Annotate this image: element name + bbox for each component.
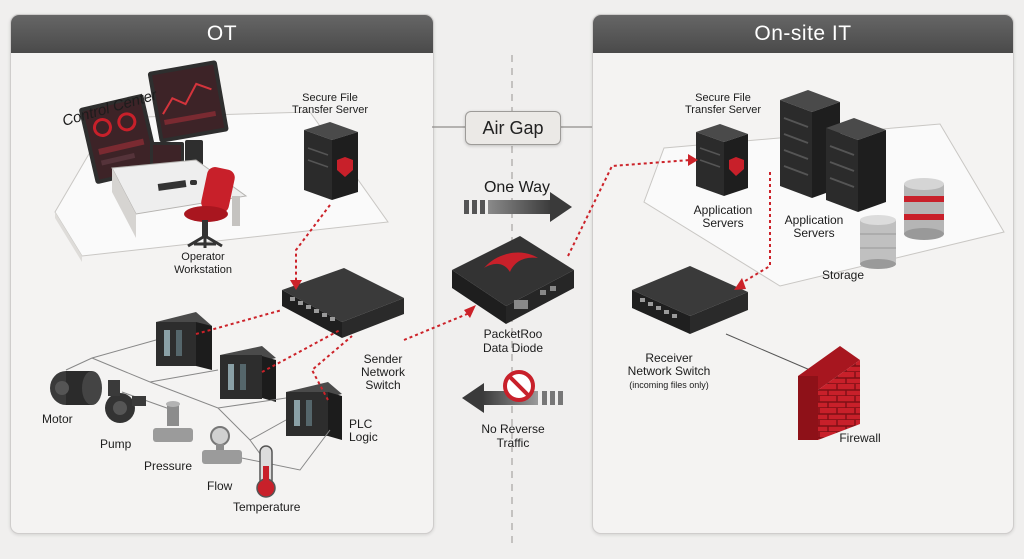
- plc-rack-3: [286, 382, 342, 440]
- sender-switch-label-2: Network: [361, 365, 406, 379]
- flow-meter: [202, 426, 242, 464]
- shield-icon: [337, 157, 353, 177]
- plc-logic-label-2: Logic: [349, 430, 378, 444]
- it-secure-server-label-1: Secure File: [695, 92, 751, 104]
- receiver-switch-label-1: Receiver: [645, 351, 692, 365]
- storage-cylinder-large: [904, 178, 944, 240]
- pressure-sensor: [153, 401, 193, 442]
- thermometer-icon: [256, 445, 276, 498]
- app-servers-b-label-2: Servers: [793, 226, 834, 240]
- ot-panel-title: OT: [11, 15, 433, 53]
- one-way-arrow: [464, 192, 572, 222]
- app-servers-a-label-2: Servers: [702, 216, 743, 230]
- it-flow-arrowhead-2: [734, 278, 746, 290]
- app-servers-b-label-1: Application: [785, 213, 844, 227]
- ot-flow-arrowhead: [290, 280, 302, 290]
- it-panel-title: On-site IT: [593, 15, 1013, 53]
- ot-secure-server-label-2: Transfer Server: [292, 104, 368, 116]
- firewall-icon: [798, 346, 860, 440]
- sender-network-switch: [282, 268, 404, 338]
- diode-flow-arrowhead: [464, 305, 476, 318]
- data-diode-label-2: Data Diode: [483, 341, 543, 355]
- it-data-flow-paths: [567, 159, 771, 285]
- plc-rack-2: [220, 346, 276, 402]
- switch-firewall-link: [725, 333, 811, 371]
- operator-chair: [184, 167, 235, 248]
- sender-switch-label-3: Switch: [365, 378, 400, 392]
- field-wiring: [65, 339, 331, 471]
- packetroo-logo-icon: [484, 252, 538, 272]
- it-secure-server-label-2: Transfer Server: [685, 104, 761, 116]
- storage-cylinder-small: [860, 215, 896, 269]
- receiver-network-switch: [632, 266, 748, 334]
- plc-logic-label-1: PLC: [349, 417, 373, 431]
- storage-label: Storage: [822, 268, 864, 282]
- no-reverse-label-2: Traffic: [497, 436, 530, 450]
- pressure-label: Pressure: [144, 459, 192, 473]
- pump-label: Pump: [100, 437, 132, 451]
- receiver-switch-label-3: (incoming files only): [629, 380, 709, 390]
- motor-device: [50, 371, 102, 405]
- one-way-label: One Way: [484, 179, 550, 196]
- plc-rack-1: [156, 312, 212, 370]
- temperature-label: Temperature: [233, 500, 301, 514]
- flow-label: Flow: [207, 479, 233, 493]
- receiver-switch-label-2: Network Switch: [628, 364, 711, 378]
- shield-icon: [729, 157, 744, 176]
- ot-secure-server-label-1: Secure File: [302, 92, 358, 104]
- pump-device: [105, 380, 146, 423]
- motor-label: Motor: [42, 412, 73, 426]
- packetroo-data-diode: [452, 236, 574, 324]
- ot-secure-file-server: [304, 122, 358, 200]
- it-secure-file-server: [696, 124, 748, 196]
- operator-workstation-label-1: Operator: [181, 251, 225, 263]
- sender-switch-label-1: Sender: [364, 352, 403, 366]
- app-servers-a-label-1: Application: [694, 203, 753, 217]
- no-reverse-label-1: No Reverse: [481, 422, 545, 436]
- firewall-label: Firewall: [839, 431, 880, 445]
- operator-workstation-label-2: Workstation: [174, 264, 232, 276]
- no-entry-icon: [503, 370, 535, 402]
- data-diode-label-1: PacketRoo: [484, 327, 543, 341]
- ot-data-flow-paths: [195, 204, 473, 401]
- application-server-rack-2: [826, 118, 886, 212]
- it-flow-arrowhead-1: [688, 154, 698, 166]
- air-gap-label: Air Gap: [465, 111, 561, 145]
